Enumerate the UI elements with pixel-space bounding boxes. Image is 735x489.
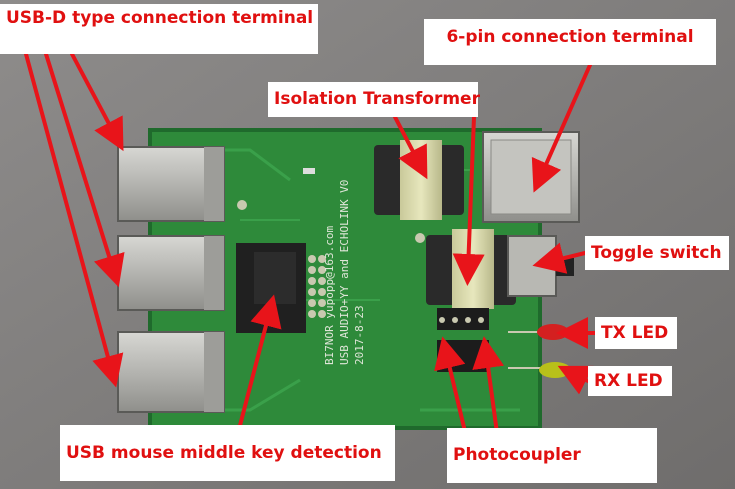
silkscreen-line1: BI7NOR yupopp@163.com: [323, 226, 336, 365]
label-photocoupler: Photocoupler: [447, 428, 657, 483]
arrow-toggle: [532, 242, 587, 274]
silkscreen-line2: USB AUDIO+YY and ECHOLINK V0: [338, 180, 351, 365]
label-usbd-terminal: USB-D type connection terminal: [0, 4, 318, 54]
arrow-isolation-top: [393, 115, 428, 180]
silkscreen-line3: 2017-8-23: [353, 305, 366, 365]
arrow-usbd-top: [70, 52, 124, 152]
usb-connector-top: [117, 146, 225, 222]
photocouplers: [437, 308, 489, 372]
usb-connector-middle: [117, 235, 225, 311]
arrow-usbd-bottom: [24, 52, 124, 388]
label-tx-led: TX LED: [595, 317, 677, 349]
arrow-6pin: [531, 63, 592, 193]
arrow-photo-left: [434, 336, 469, 442]
label-toggle-switch: Toggle switch: [585, 236, 729, 270]
annotation-arrows: [24, 52, 597, 442]
isolation-transformer-top: [374, 140, 464, 220]
arrow-photo-right: [472, 336, 505, 442]
arrow-usbd-middle: [44, 52, 125, 288]
arrow-rx: [557, 365, 594, 395]
silkscreen-text: BI7NOR yupopp@163.com USB AUDIO+YY and E…: [323, 180, 366, 365]
arrow-isolation-bottom: [452, 115, 485, 286]
label-mouse-middle-key: USB mouse middle key detection: [60, 425, 395, 481]
label-rx-led: RX LED: [588, 366, 672, 396]
six-pin-connector: [482, 131, 580, 223]
label-6pin-terminal: 6-pin connection terminal: [424, 19, 716, 65]
arrow-mouse: [235, 294, 282, 439]
label-isolation-transformer: Isolation Transformer: [268, 82, 480, 117]
usb-connector-bottom: [117, 331, 225, 413]
